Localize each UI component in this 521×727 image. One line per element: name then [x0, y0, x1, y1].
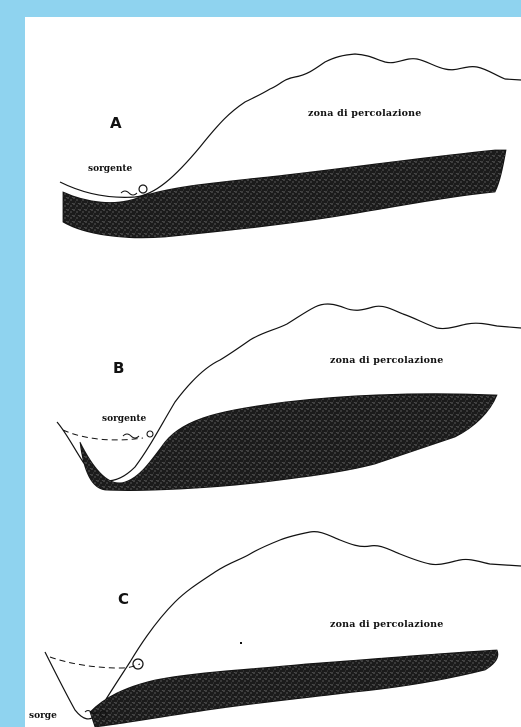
- panel-b: B zona di percolazione sorgente: [25, 252, 521, 492]
- panel-a: A zona di percolazione sorgente: [25, 17, 521, 252]
- panel-c-drawing: [25, 492, 521, 727]
- diagram-sheet: A zona di percolazione sorgente B zona d…: [25, 17, 521, 727]
- spring-flow: [123, 434, 139, 438]
- spring-label: sorgente: [102, 414, 146, 424]
- zone-label: zona di percolazione: [330, 619, 444, 630]
- panel-a-drawing: [25, 17, 521, 252]
- saturated-zone: [80, 394, 497, 491]
- spring-label: sorgente: [88, 164, 132, 174]
- panel-b-drawing: [25, 252, 521, 492]
- spring-marker: [147, 431, 153, 437]
- spring-flow: [121, 191, 137, 195]
- panel-letter: B: [113, 359, 124, 377]
- zone-label: zona di percolazione: [330, 355, 444, 366]
- spring-marker: [139, 185, 147, 193]
- panel-c: C zona di percolazione sorge: [25, 492, 521, 727]
- old-spring-marker: [133, 659, 143, 669]
- panel-letter: C: [118, 590, 129, 608]
- saturated-zone: [90, 650, 498, 727]
- water-table-old: [63, 430, 143, 440]
- zone-label: zona di percolazione: [308, 108, 422, 119]
- label-fragment: [240, 642, 242, 644]
- panel-letter: A: [110, 114, 122, 132]
- spring-label: sorge: [29, 711, 57, 721]
